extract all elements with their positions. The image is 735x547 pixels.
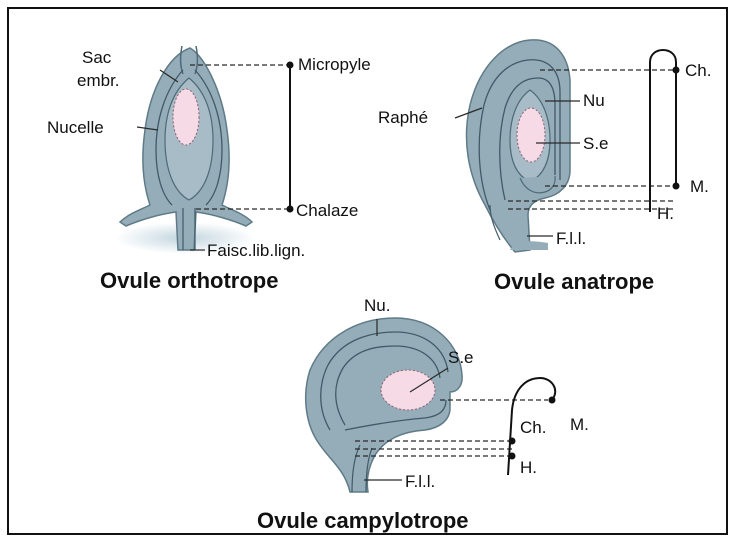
micropyle-dot bbox=[287, 62, 294, 69]
label-embr: embr. bbox=[77, 71, 120, 90]
label-se-anatrope: S.e bbox=[583, 134, 609, 153]
campylotrope-h-dot bbox=[509, 453, 516, 460]
label-fll-campylotrope: F.l.l. bbox=[405, 472, 435, 491]
label-chalaze: Chalaze bbox=[296, 201, 358, 220]
label-nu-anatrope: Nu bbox=[583, 91, 605, 110]
label-micropyle: Micropyle bbox=[298, 55, 371, 74]
title-orthotrope: Ovule orthotrope bbox=[100, 268, 278, 293]
label-se-campylotrope: S.e bbox=[448, 348, 474, 367]
orthotrope-embryo-sac bbox=[173, 89, 199, 145]
label-sac: Sac bbox=[82, 48, 112, 67]
label-h-campylotrope: H. bbox=[520, 458, 537, 477]
label-m-campylotrope: M. bbox=[570, 415, 589, 434]
label-nucelle: Nucelle bbox=[47, 118, 104, 137]
label-raphe: Raphé bbox=[378, 108, 428, 127]
label-nu-campylotrope: Nu. bbox=[364, 296, 390, 315]
anatrope-embryo-sac bbox=[517, 108, 545, 162]
ovule-orthotrope: Sac embr. Nucelle Micropyle Chalaze Fais… bbox=[47, 46, 371, 293]
anatrope-m-dot bbox=[673, 183, 680, 190]
campylotrope-m-dot bbox=[549, 397, 556, 404]
label-ch-campylotrope: Ch. bbox=[520, 418, 546, 437]
chalaze-dot bbox=[287, 206, 294, 213]
campylotrope-embryo-sac bbox=[381, 370, 435, 410]
anatrope-ch-dot bbox=[673, 67, 680, 74]
ovule-anatrope: Raphé Nu S.e Ch. M. H. F.l.l. Ovule anat… bbox=[378, 40, 711, 294]
ovule-campylotrope: Nu. S.e Ch. M. H. F.l.l. Ovule campylotr… bbox=[257, 296, 589, 533]
title-anatrope: Ovule anatrope bbox=[494, 269, 654, 294]
label-fll-anatrope: F.l.l. bbox=[556, 229, 586, 248]
campylotrope-ch-dot bbox=[509, 438, 516, 445]
label-faisc: Faisc.lib.lign. bbox=[207, 241, 305, 260]
label-h-anatrope: H. bbox=[657, 204, 674, 223]
campylotrope-body bbox=[306, 318, 462, 492]
label-m-anatrope: M. bbox=[690, 177, 709, 196]
title-campylotrope: Ovule campylotrope bbox=[257, 508, 469, 533]
label-ch-anatrope: Ch. bbox=[685, 61, 711, 80]
